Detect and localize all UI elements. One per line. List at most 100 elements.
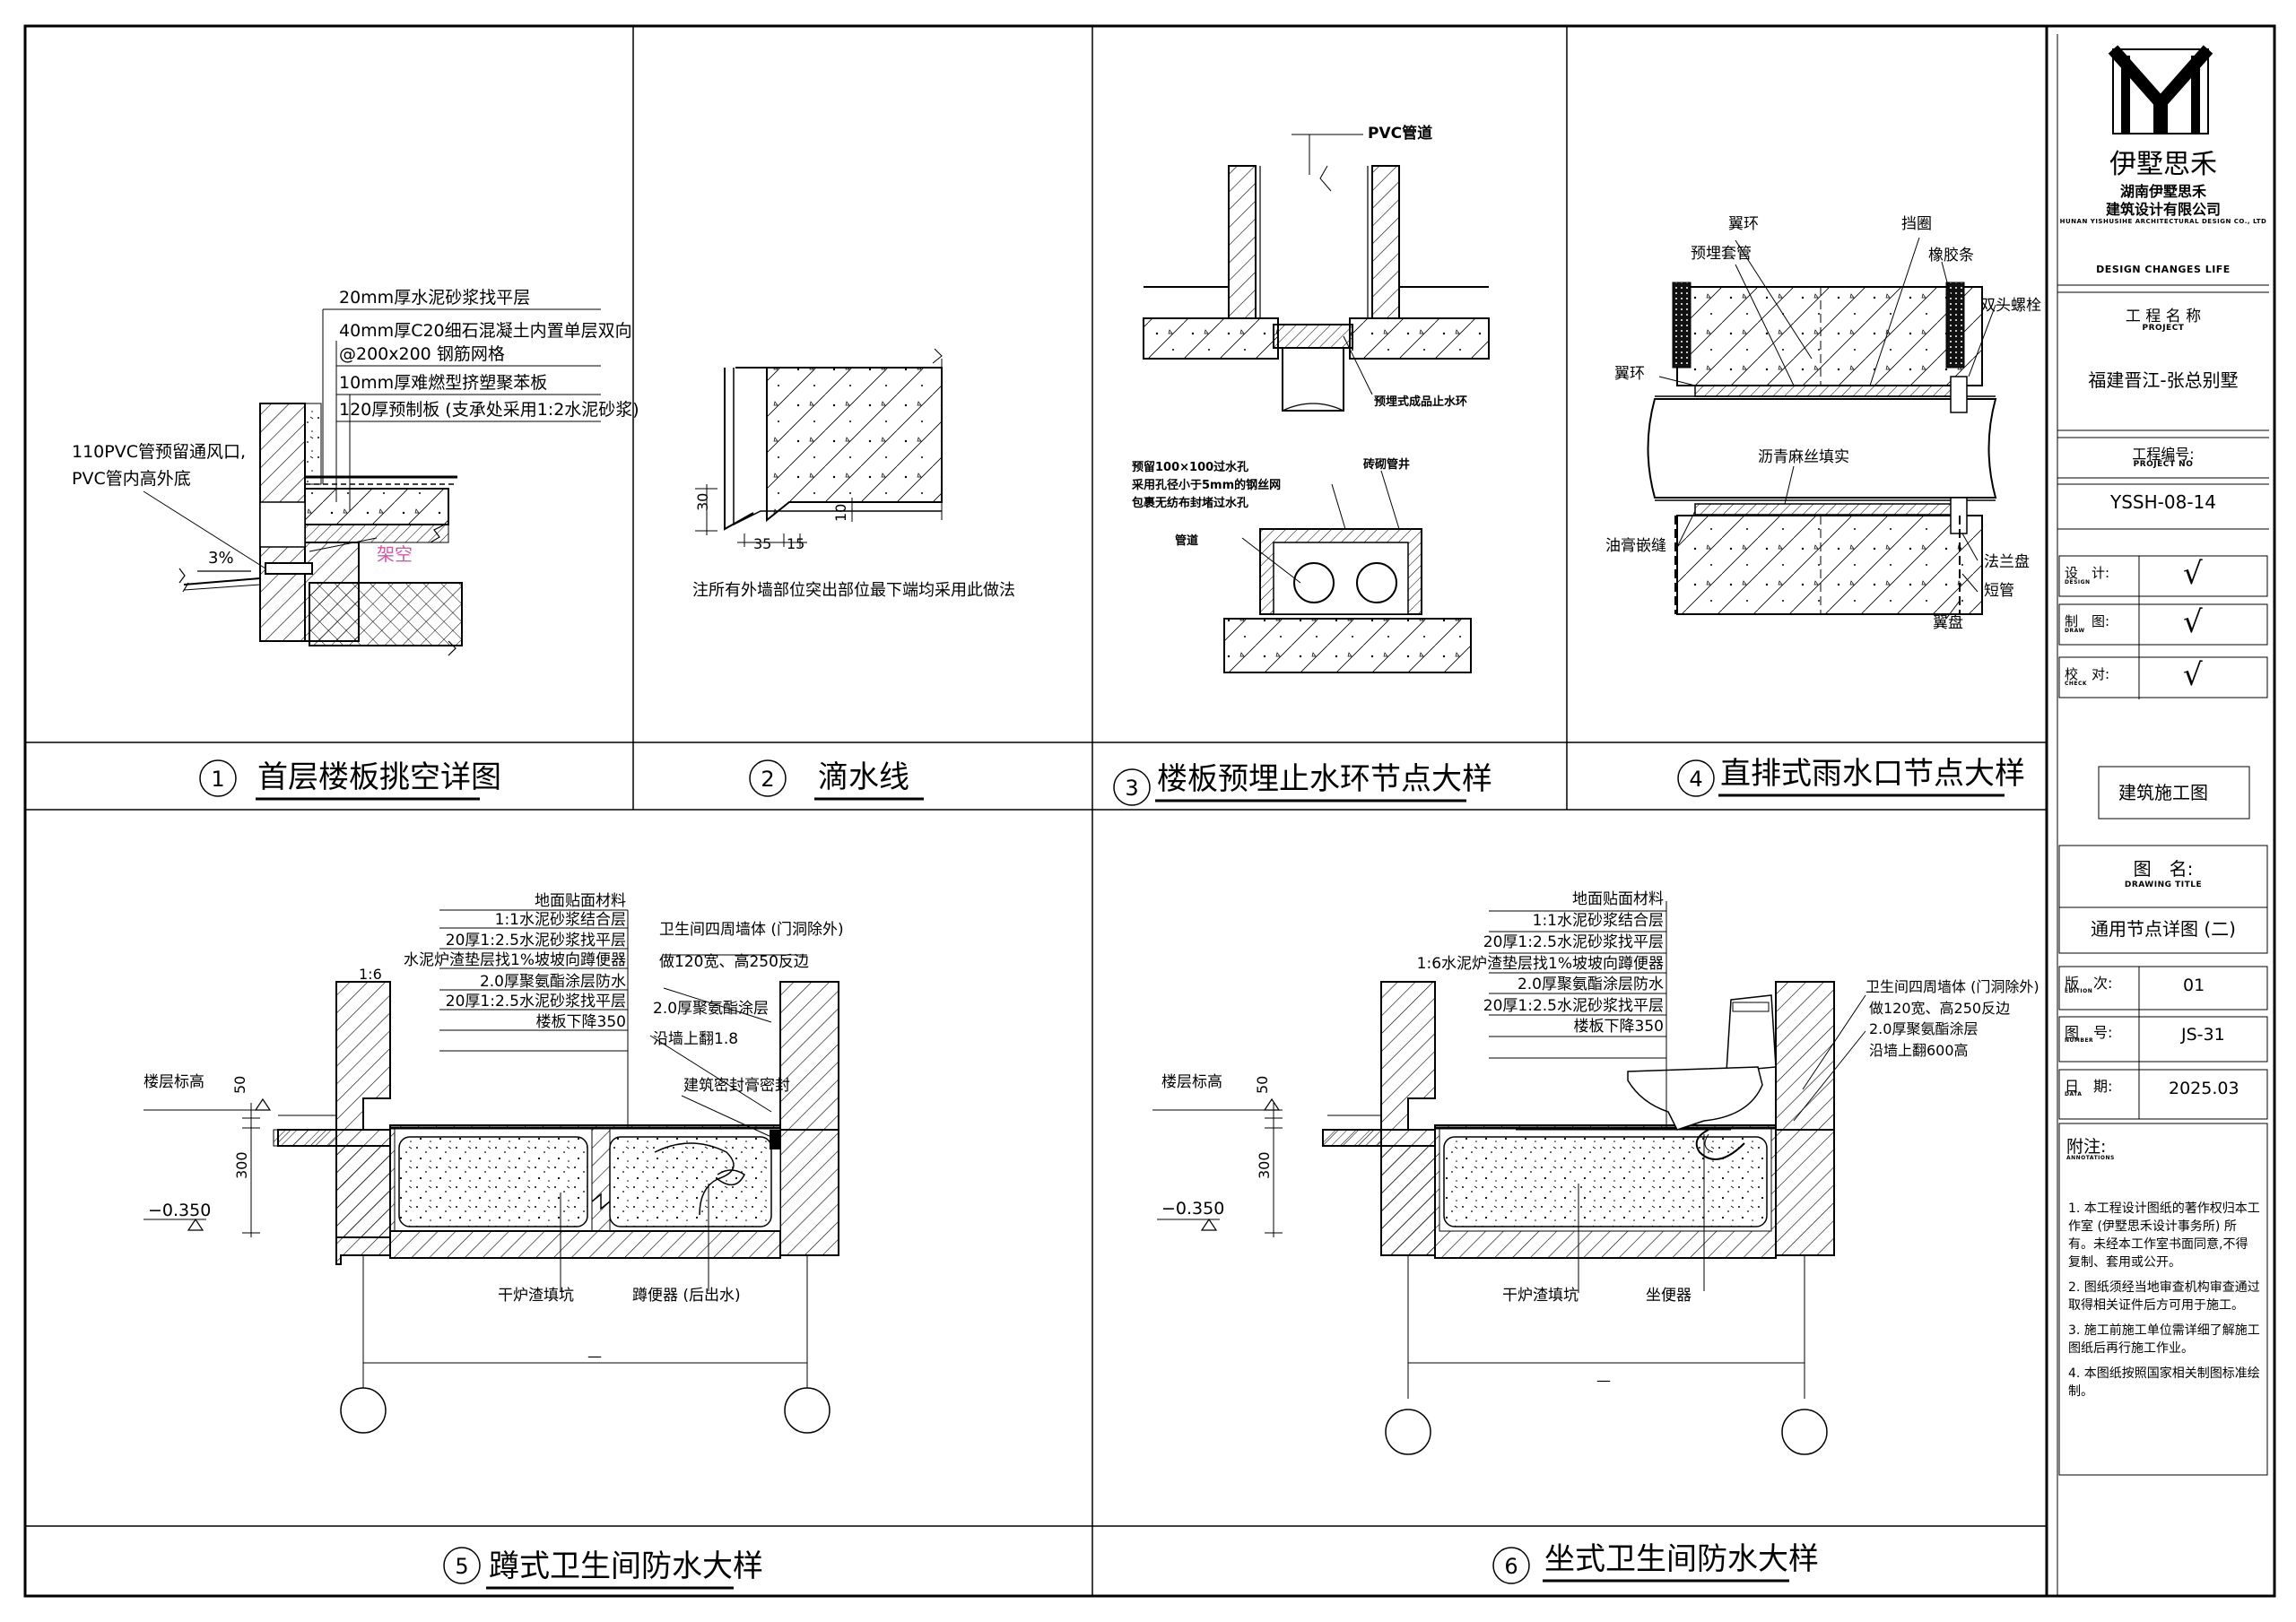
d3-hole-note-1: 预留100×100过水孔 [1132,460,1248,474]
d6-fill: 干炉渣填坑 [1502,1287,1578,1305]
number-label-en: NUMBER [2065,1037,2094,1044]
d5-wall-note-1: 卫生间四周墙体 (门洞除外) [659,921,844,939]
d1-layer-2: 40mm厚C20细石混凝土内置单层双向 [339,321,632,341]
d1-pvc-note-1: 110PVC管预留通风口, [72,442,246,462]
d5-layer-4: 水泥炉渣垫层找1%坡坡向蹲便器 [404,951,626,969]
d4-retaining: 挡圈 [1901,215,1932,233]
d6-toilet: 坐便器 [1646,1287,1692,1305]
d5-layer-7: 楼板下降350 [536,1013,626,1031]
edition-label-en: EDITION [2065,988,2093,994]
d6-dim-300: 300 [1256,1151,1273,1179]
draw-label: 制 图: [2065,613,2110,629]
d2-dim-15: 15 [787,535,804,552]
d5-fill: 干炉渣填坑 [498,1287,574,1305]
edition: 01 [2183,976,2205,995]
d5-floor-level: 楼层标高 [144,1073,204,1091]
d5-ratio: 1:6 [359,966,382,983]
project-no-label-en: PROJECT NO [2133,460,2194,469]
d4-wing-ring-left: 翼环 [1614,365,1645,383]
design-label: 设 计: [2065,565,2110,581]
d5-layer-3: 20厚1:2.5水泥砂浆找平层 [446,932,626,950]
d2-dim-10: 10 [832,504,849,522]
d6-layer-2: 1:1水泥砂浆结合层 [1533,912,1664,930]
date: 2025.03 [2169,1079,2239,1098]
d5-coat-2: 沿墙上翻1.8 [653,1030,738,1048]
d6-layer-6: 20厚1:2.5水泥砂浆找平层 [1483,997,1664,1015]
detail-3: PVC管道 预埋式成品止水环 预留100×100过水孔 采用孔径小于5mm的钢丝… [1113,124,1492,806]
d3-title: 楼板预埋止水环节点大样 [1157,761,1492,797]
notes-label-en: ANNOTATIONS [2066,1155,2115,1161]
note-4: 4. 本图纸按照国家相关制图标准绘制。 [2068,1366,2260,1399]
date-label: 日 期: [2065,1078,2113,1095]
notes-list: 1. 本工程设计图纸的著作权归本工作室 (伊墅思禾设计事务所) 所有。未经本工作… [2068,1200,2260,1408]
detail-4: 翼环 预埋套管 挡圈 橡胶条 双头螺栓 翼环 沥青麻丝填实 油膏嵌缝 法兰盘 短… [1605,215,2041,797]
d3-hole-note-2: 采用孔径小于5mm的钢丝网 [1131,478,1281,492]
d5-layer-2: 1:1水泥砂浆结合层 [495,911,626,929]
project-name: 福建晋江-张总别墅 [2088,369,2239,391]
d3-ring: 预埋式成品止水环 [1374,395,1467,409]
d6-level: −0.350 [1161,1199,1224,1219]
d1-void: 架空 [377,543,413,565]
d3-number: 3 [1125,776,1138,801]
title-block-lines [2057,45,2269,1476]
detail-2: 30 35 15 10 注所有外墙部位突出部位最下端均采用此做法 2 滴水线 [692,348,1015,801]
design-check: √ [2183,556,2203,592]
company-name: 伊墅思禾 [2109,149,2217,180]
company-name-en: HUNAN YISHUSIHE ARCHITECTURAL DESIGN CO.… [2059,218,2267,225]
d2-number: 2 [761,767,774,792]
d5-coat-1: 2.0厚聚氨酯涂层 [653,1000,769,1018]
d6-coat-1: 2.0厚聚氨酯涂层 [1869,1020,1978,1037]
d6-layer-4: 1:6水泥炉渣垫层找1%坡坡向蹲便器 [1417,955,1664,973]
number-label: 图 号: [2065,1024,2113,1041]
d6-dim-50: 50 [1254,1076,1271,1094]
d2-title: 滴水线 [818,759,909,795]
date-label-en: DATA [2065,1091,2083,1097]
d6-coat-2: 沿墙上翻600高 [1869,1042,1969,1059]
d1-pvc-note-2: PVC管内高外底 [72,469,191,489]
d1-number: 1 [211,767,224,792]
d6-layer-5: 2.0厚聚氨酯涂层防水 [1518,976,1664,993]
d6-wall-note-2: 做120宽、高250反边 [1869,1000,2010,1017]
check-label: 校 对: [2065,666,2110,682]
d5-dash: — [587,1348,602,1365]
d4-wing-plate: 翼盘 [1933,614,1963,632]
d5-toilet: 蹲便器 (后出水) [632,1287,741,1305]
d5-layer-5: 2.0厚聚氨酯涂层防水 [480,973,626,991]
d4-title: 直排式雨水口节点大样 [1720,756,2025,792]
d3-hole-note-3: 包裹无纺布封堵过水孔 [1132,496,1248,510]
d4-rubber: 橡胶条 [1928,247,1974,265]
d1-layer-1: 20mm厚水泥砂浆找平层 [339,288,530,308]
d4-flange: 法兰盘 [1984,553,2030,571]
d6-floor-level: 楼层标高 [1161,1073,1222,1091]
d6-dash: — [1596,1372,1611,1389]
d4-asphalt: 沥青麻丝填实 [1758,448,1849,466]
stage: 建筑施工图 [2118,782,2208,803]
drawing-title-label: 图 名: [2133,858,2194,880]
check-check: √ [2183,657,2203,693]
d5-wall-note-2: 做120宽、高250反边 [659,953,809,971]
edition-label: 版 次: [2065,975,2113,992]
d4-number: 4 [1689,767,1702,792]
drawing-title: 通用节点详图 (二) [2091,918,2236,940]
detail-1: 20mm厚水泥砂浆找平层 40mm厚C20细石混凝土内置单层双向 @200x20… [72,288,639,801]
d6-wall-note-1: 卫生间四周墙体 (门洞除外) [1866,978,2039,995]
draw-check: √ [2183,604,2203,640]
notes-label: 附注: [2066,1137,2107,1157]
d5-sealant: 建筑密封膏密封 [683,1076,790,1095]
d2-dim-30: 30 [694,493,711,511]
note-2: 2. 图纸须经当地审查机构审查通过取得相关证件后方可用于施工。 [2068,1280,2260,1313]
drawing-title-label-en: DRAWING TITLE [2124,880,2203,889]
note-3: 3. 施工前施工单位需详细了解施工图纸后再行施工作业。 [2068,1323,2260,1356]
d1-title: 首层楼板挑空详图 [257,759,501,795]
d5-level: −0.350 [148,1201,211,1220]
draw-label-en: DRAW [2065,628,2085,634]
d5-title: 蹲式卫生间防水大样 [489,1548,763,1584]
project-label: 工 程 名 称 [2125,308,2202,325]
company-slogan: DESIGN CHANGES LIFE [2096,264,2231,275]
d1-layer-3: 10mm厚难燃型挤塑聚苯板 [339,373,547,393]
d5-layer-1: 地面贴面材料 [535,892,626,910]
d4-sleeve: 预埋套管 [1691,245,1752,263]
d4-short-pipe: 短管 [1984,582,2014,600]
d1-layer-2b: @200x200 钢筋网格 [339,344,505,364]
